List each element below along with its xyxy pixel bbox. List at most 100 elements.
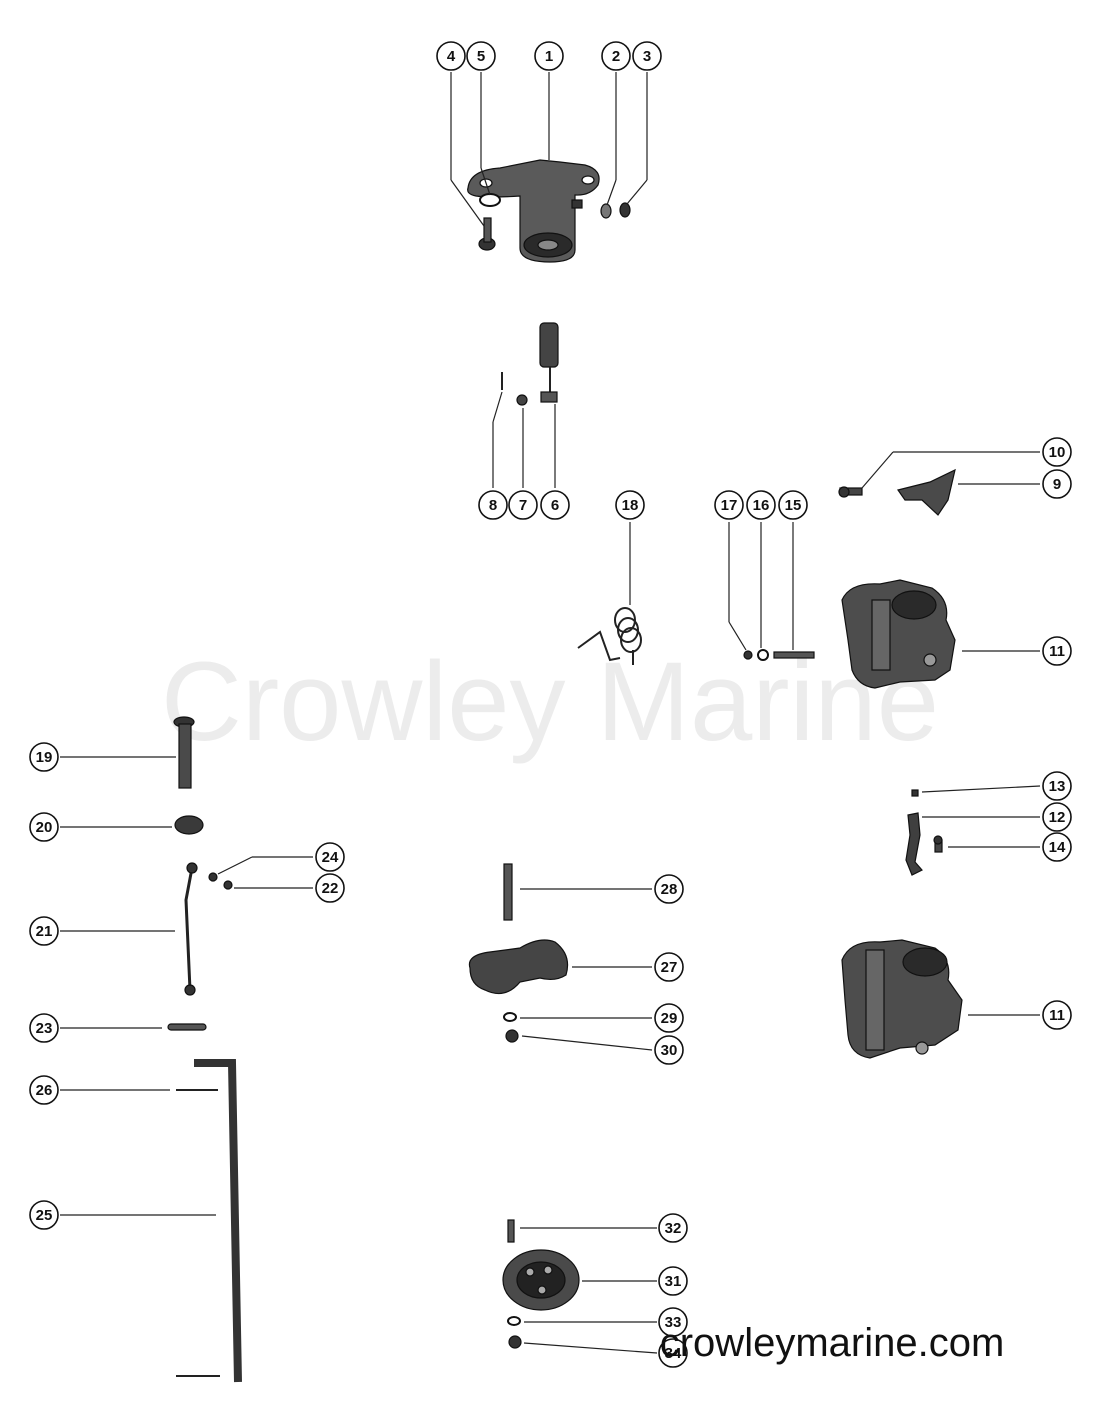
part-11-carburetor-top: [841, 579, 956, 689]
svg-text:13: 13: [1049, 778, 1066, 795]
callout-20: 20: [29, 812, 59, 842]
callout-23: 23: [29, 1013, 59, 1043]
part-14-screw: [933, 835, 943, 853]
part-31-filter: [502, 1249, 580, 1311]
callout-22: 22: [315, 873, 345, 903]
callout-26: 26: [29, 1075, 59, 1105]
part-7-washer: [516, 394, 528, 406]
callout-21: 21: [29, 916, 59, 946]
part-16-washer: [757, 649, 769, 661]
svg-text:23: 23: [36, 1020, 53, 1037]
svg-text:7: 7: [519, 497, 527, 514]
callout-8: 8: [478, 490, 508, 520]
part-17-washer: [743, 650, 753, 660]
callout-25: 25: [29, 1200, 59, 1230]
part-4-screw: [478, 217, 496, 251]
svg-text:14: 14: [1049, 839, 1066, 856]
part-19-shaft: [173, 716, 195, 789]
svg-text:30: 30: [661, 1042, 678, 1059]
svg-text:21: 21: [36, 923, 53, 940]
part-20-grommet: [174, 815, 204, 835]
svg-text:29: 29: [661, 1010, 678, 1027]
svg-text:5: 5: [477, 48, 485, 65]
svg-text:27: 27: [661, 959, 678, 976]
part-18-spring: [577, 607, 642, 665]
svg-text:34: 34: [665, 1345, 682, 1362]
callout-24: 24: [315, 842, 345, 872]
callout-16: 16: [746, 490, 776, 520]
part-1-housing: [467, 159, 600, 263]
callout-layer: 1 2 3 4 5 6 7 8 9 10 11 11 12 13 14 15 1…: [29, 41, 1072, 1368]
callout-7: 7: [508, 490, 538, 520]
part-23-pin: [167, 1023, 207, 1031]
part-13-nut: [911, 789, 919, 797]
svg-text:1: 1: [545, 48, 553, 65]
part-32-screw: [507, 1219, 515, 1243]
svg-text:26: 26: [36, 1082, 53, 1099]
svg-text:32: 32: [665, 1220, 682, 1237]
svg-text:8: 8: [489, 497, 497, 514]
svg-text:19: 19: [36, 749, 53, 766]
svg-text:6: 6: [551, 497, 559, 514]
svg-text:4: 4: [447, 48, 456, 65]
callout-31: 31: [658, 1266, 688, 1296]
part-33-washer: [507, 1316, 521, 1326]
part-21-link-rod: [184, 862, 198, 996]
part-9-lever: [897, 468, 956, 516]
svg-text:24: 24: [322, 849, 339, 866]
callout-2: 2: [601, 41, 631, 71]
callout-18: 18: [615, 490, 645, 520]
callout-28: 28: [654, 874, 684, 904]
svg-text:11: 11: [1049, 643, 1065, 660]
callout-27: 27: [654, 952, 684, 982]
part-34-nut: [508, 1335, 522, 1349]
callout-11-top: 11: [1042, 636, 1072, 666]
callout-11-bottom: 11: [1042, 1000, 1072, 1030]
part-22-nut: [223, 880, 233, 890]
part-25-rod: [194, 1059, 242, 1383]
leader-lines: [60, 72, 1041, 1354]
part-6-screw: [539, 322, 559, 403]
part-10-screw: [838, 486, 863, 498]
part-29-washer: [503, 1012, 517, 1022]
svg-text:2: 2: [612, 48, 620, 65]
svg-text:22: 22: [322, 880, 339, 897]
part-2-washer: [600, 203, 612, 219]
callout-13: 13: [1042, 771, 1072, 801]
callout-34: 34: [658, 1338, 688, 1368]
svg-text:17: 17: [721, 497, 738, 514]
callout-4: 4: [436, 41, 466, 71]
part-28-stud: [503, 863, 513, 921]
svg-text:9: 9: [1053, 476, 1061, 493]
svg-text:15: 15: [785, 497, 802, 514]
callout-6: 6: [540, 490, 570, 520]
svg-text:31: 31: [665, 1273, 682, 1290]
part-24-clip: [208, 872, 218, 882]
callout-5: 5: [466, 41, 496, 71]
callout-1: 1: [534, 41, 564, 71]
svg-text:16: 16: [753, 497, 770, 514]
callout-9: 9: [1042, 469, 1072, 499]
svg-text:12: 12: [1049, 809, 1066, 826]
part-15-shaft: [773, 651, 815, 659]
callout-17: 17: [714, 490, 744, 520]
svg-text:20: 20: [36, 819, 53, 836]
callout-14: 14: [1042, 832, 1072, 862]
callout-12: 12: [1042, 802, 1072, 832]
callout-10: 10: [1042, 437, 1072, 467]
callout-30: 30: [654, 1035, 684, 1065]
callout-33: 33: [658, 1307, 688, 1337]
svg-text:18: 18: [622, 497, 639, 514]
svg-text:33: 33: [665, 1314, 682, 1331]
callout-32: 32: [658, 1213, 688, 1243]
callout-19: 19: [29, 742, 59, 772]
watermark-footer: crowleymarine.com: [660, 1321, 1005, 1365]
svg-text:3: 3: [643, 48, 651, 65]
part-5-washer: [479, 193, 501, 207]
svg-text:11: 11: [1049, 1007, 1065, 1024]
svg-text:10: 10: [1049, 444, 1066, 461]
part-12-lever: [905, 812, 923, 876]
callout-29: 29: [654, 1003, 684, 1033]
callout-15: 15: [778, 490, 808, 520]
